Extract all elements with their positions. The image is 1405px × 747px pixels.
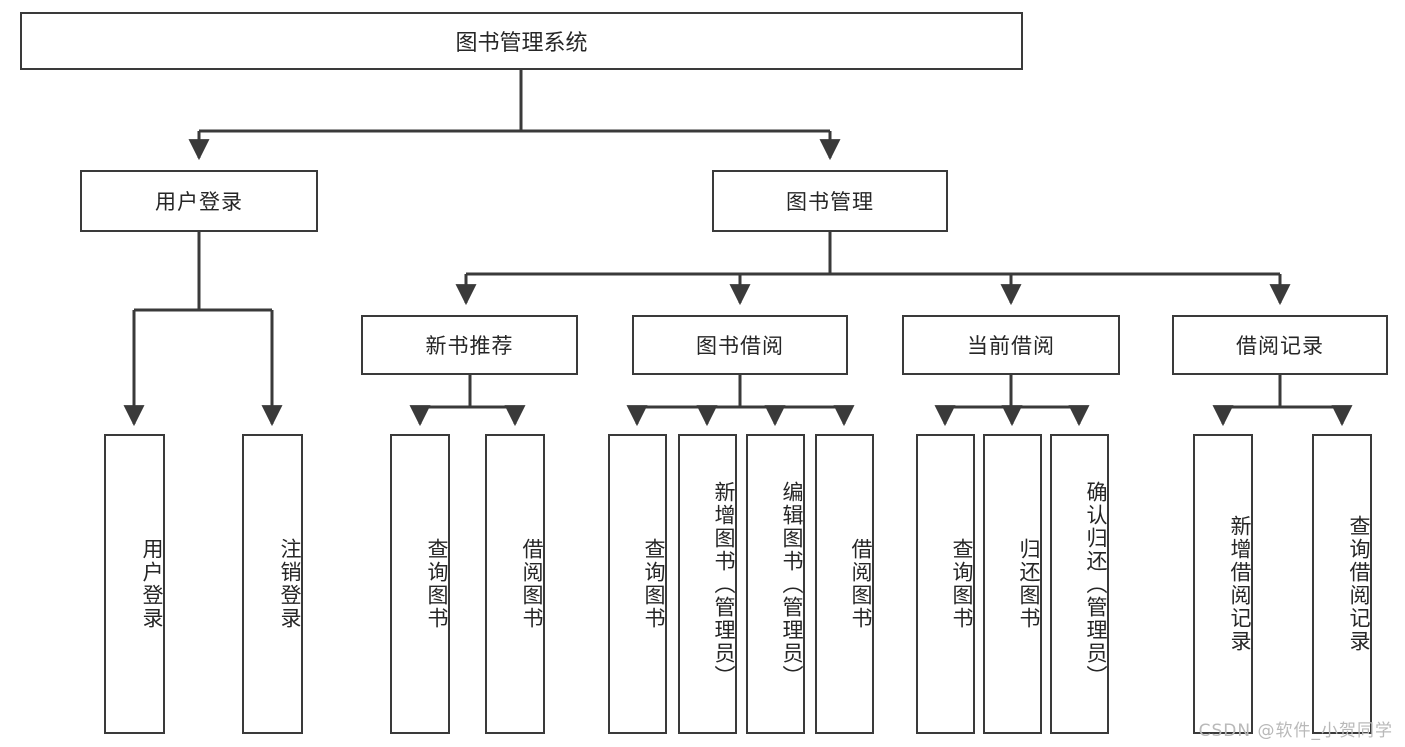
node-root-system[interactable]: 图书管理系统 <box>20 12 1023 70</box>
node-borrow-record[interactable]: 借阅记录 <box>1172 315 1388 375</box>
leaf-user-login-signin[interactable]: 用户登录 <box>104 434 165 734</box>
watermark-text: CSDN @软件_小贺同学 <box>1198 721 1393 741</box>
node-label: 借阅记录 <box>1236 334 1324 358</box>
node-label: 新增借阅记录 <box>1228 515 1252 653</box>
leaf-borrow-query-book[interactable]: 查询图书 <box>608 434 667 734</box>
leaf-borrow-add-book[interactable]: 新增图书（管理员） <box>678 434 737 734</box>
node-new-book-recommend[interactable]: 新书推荐 <box>361 315 578 375</box>
node-label: 查询借阅记录 <box>1347 515 1371 653</box>
leaf-borrow-edit-book[interactable]: 编辑图书（管理员） <box>746 434 805 734</box>
node-label: 图书管理 <box>786 190 874 214</box>
node-label: 查询图书 <box>642 538 666 630</box>
leaf-current-return-book[interactable]: 归还图书 <box>983 434 1042 734</box>
node-label: 新增图书（管理员） <box>712 480 736 688</box>
leaf-record-add-record[interactable]: 新增借阅记录 <box>1193 434 1253 734</box>
leaf-current-query-book[interactable]: 查询图书 <box>916 434 975 734</box>
node-label: 编辑图书（管理员） <box>780 480 804 688</box>
node-label: 图书借阅 <box>696 334 784 358</box>
node-label: 查询图书 <box>950 538 974 630</box>
node-label: 图书管理系统 <box>455 31 588 56</box>
node-current-borrow[interactable]: 当前借阅 <box>902 315 1120 375</box>
node-label: 用户登录 <box>155 190 243 214</box>
node-label: 当前借阅 <box>967 334 1055 358</box>
leaf-current-confirm-return[interactable]: 确认归还（管理员） <box>1050 434 1109 734</box>
leaf-recommend-borrow-book[interactable]: 借阅图书 <box>485 434 545 734</box>
node-label: 注销登录 <box>278 538 302 630</box>
node-label: 用户登录 <box>140 538 164 630</box>
leaf-record-query-record[interactable]: 查询借阅记录 <box>1312 434 1372 734</box>
node-book-management[interactable]: 图书管理 <box>712 170 948 232</box>
node-label: 查询图书 <box>425 538 449 630</box>
leaf-borrow-lend-book[interactable]: 借阅图书 <box>815 434 874 734</box>
node-label: 归还图书 <box>1017 538 1041 630</box>
node-label: 确认归还（管理员） <box>1084 480 1108 688</box>
node-user-login[interactable]: 用户登录 <box>80 170 318 232</box>
leaf-user-login-signout[interactable]: 注销登录 <box>242 434 303 734</box>
leaf-recommend-query-book[interactable]: 查询图书 <box>390 434 450 734</box>
node-label: 新书推荐 <box>425 334 514 358</box>
node-label: 借阅图书 <box>520 538 544 630</box>
node-book-borrow[interactable]: 图书借阅 <box>632 315 848 375</box>
node-label: 借阅图书 <box>849 538 873 630</box>
